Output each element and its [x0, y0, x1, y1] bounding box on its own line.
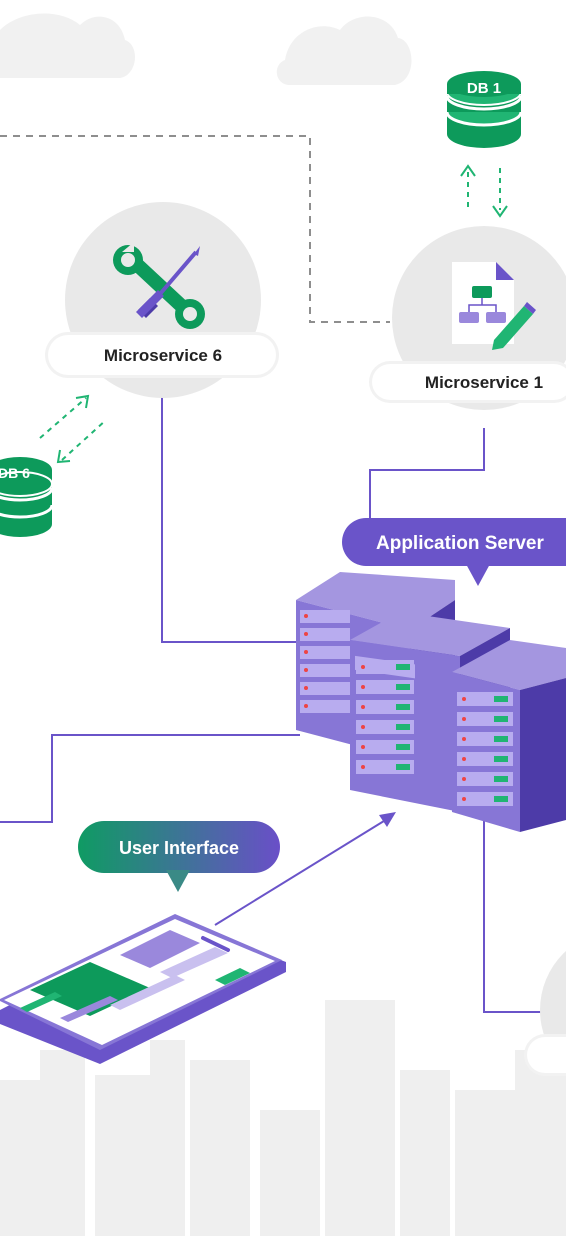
wrench-screwdriver-icon	[113, 242, 205, 329]
user-interface-callout: User Interface	[78, 821, 280, 892]
db1-icon: DB 1	[445, 71, 523, 148]
db1-label: DB 1	[467, 80, 501, 97]
flowchart-document-icon	[452, 262, 536, 350]
smartphone-illustration	[0, 914, 286, 1064]
microservice-6-node: Microservice 6	[45, 202, 279, 398]
microservice-6-label: Microservice 6	[104, 346, 222, 365]
microservice-1-node: Microservice 1	[369, 226, 566, 410]
user-interface-label: User Interface	[119, 838, 239, 858]
dashed-link-ms6-ms1	[0, 135, 390, 323]
application-server-racks	[296, 572, 566, 832]
application-server-callout: Application Server	[342, 518, 566, 586]
db6-label: DB 6	[0, 465, 30, 481]
db6-icon: DB 6	[0, 457, 54, 537]
background-clouds	[0, 13, 412, 86]
application-server-label: Application Server	[376, 533, 544, 554]
partial-node-bottom-right	[524, 951, 566, 1076]
city-skyline	[0, 1000, 566, 1236]
server-connectors	[0, 390, 548, 1013]
db6-arrows	[39, 394, 107, 464]
server-rack-front	[452, 640, 566, 832]
microservice-1-label: Microservice 1	[425, 373, 543, 392]
db1-arrows	[460, 164, 508, 218]
